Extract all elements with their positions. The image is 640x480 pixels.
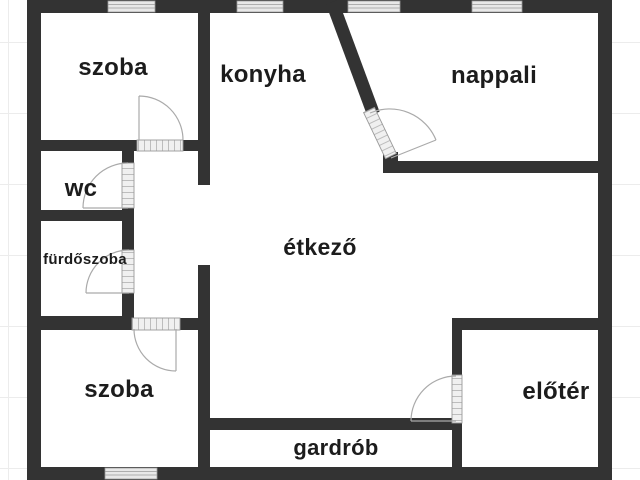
- door-eloter: [410, 375, 457, 422]
- door-sills: [121, 106, 463, 424]
- room-labels: szoba konyha nappali wc fürdőszoba étkez…: [43, 54, 589, 460]
- room-label-szoba-bottom: szoba: [84, 376, 154, 403]
- window: [104, 467, 158, 480]
- wall-segment: [462, 318, 598, 330]
- room-label-eloter: előtér: [522, 378, 589, 405]
- window: [471, 0, 523, 13]
- door-sill: [131, 317, 181, 331]
- room-label-konyha: konyha: [220, 61, 306, 88]
- doors: [82, 95, 457, 422]
- room-label-wc: wc: [64, 175, 98, 202]
- wall-segment: [388, 161, 598, 173]
- wall-segment: [452, 318, 462, 375]
- wall-segment: [27, 0, 612, 13]
- room-label-gardrob: gardrób: [293, 435, 378, 460]
- room-label-etkezo: étkező: [283, 234, 356, 260]
- windows: [104, 0, 523, 480]
- wall-segment: [41, 210, 134, 221]
- room-label-nappali: nappali: [451, 62, 537, 89]
- wall-segment: [210, 418, 452, 430]
- door-szoba-top: [138, 95, 184, 141]
- room-label-furdoszoba: fürdőszoba: [43, 251, 127, 268]
- window: [107, 0, 156, 13]
- wall-segment: [122, 151, 134, 163]
- door-wc: [82, 162, 129, 209]
- wall-segment: [27, 467, 612, 480]
- wall-segment: [27, 0, 41, 480]
- walls: [27, 0, 612, 480]
- door-sill: [451, 374, 463, 424]
- door-sill: [121, 162, 135, 209]
- wall-segment: [198, 13, 210, 185]
- room-label-szoba-top: szoba: [78, 54, 148, 81]
- wall-segment: [598, 0, 612, 480]
- door-nappali: [369, 108, 437, 159]
- wall-segment: [452, 423, 462, 467]
- window: [236, 0, 284, 13]
- wall-segment: [183, 140, 210, 151]
- wall-segment: [180, 318, 198, 330]
- wall-segment: [198, 265, 210, 467]
- wall-segment: [41, 318, 132, 330]
- door-furdoszoba: [85, 249, 130, 294]
- window: [347, 0, 401, 13]
- door-sill: [362, 106, 397, 160]
- door-sill: [136, 139, 184, 152]
- diagonal-wall: [325, 0, 380, 117]
- wall-segment: [41, 140, 137, 151]
- door-szoba-bottom: [133, 328, 177, 372]
